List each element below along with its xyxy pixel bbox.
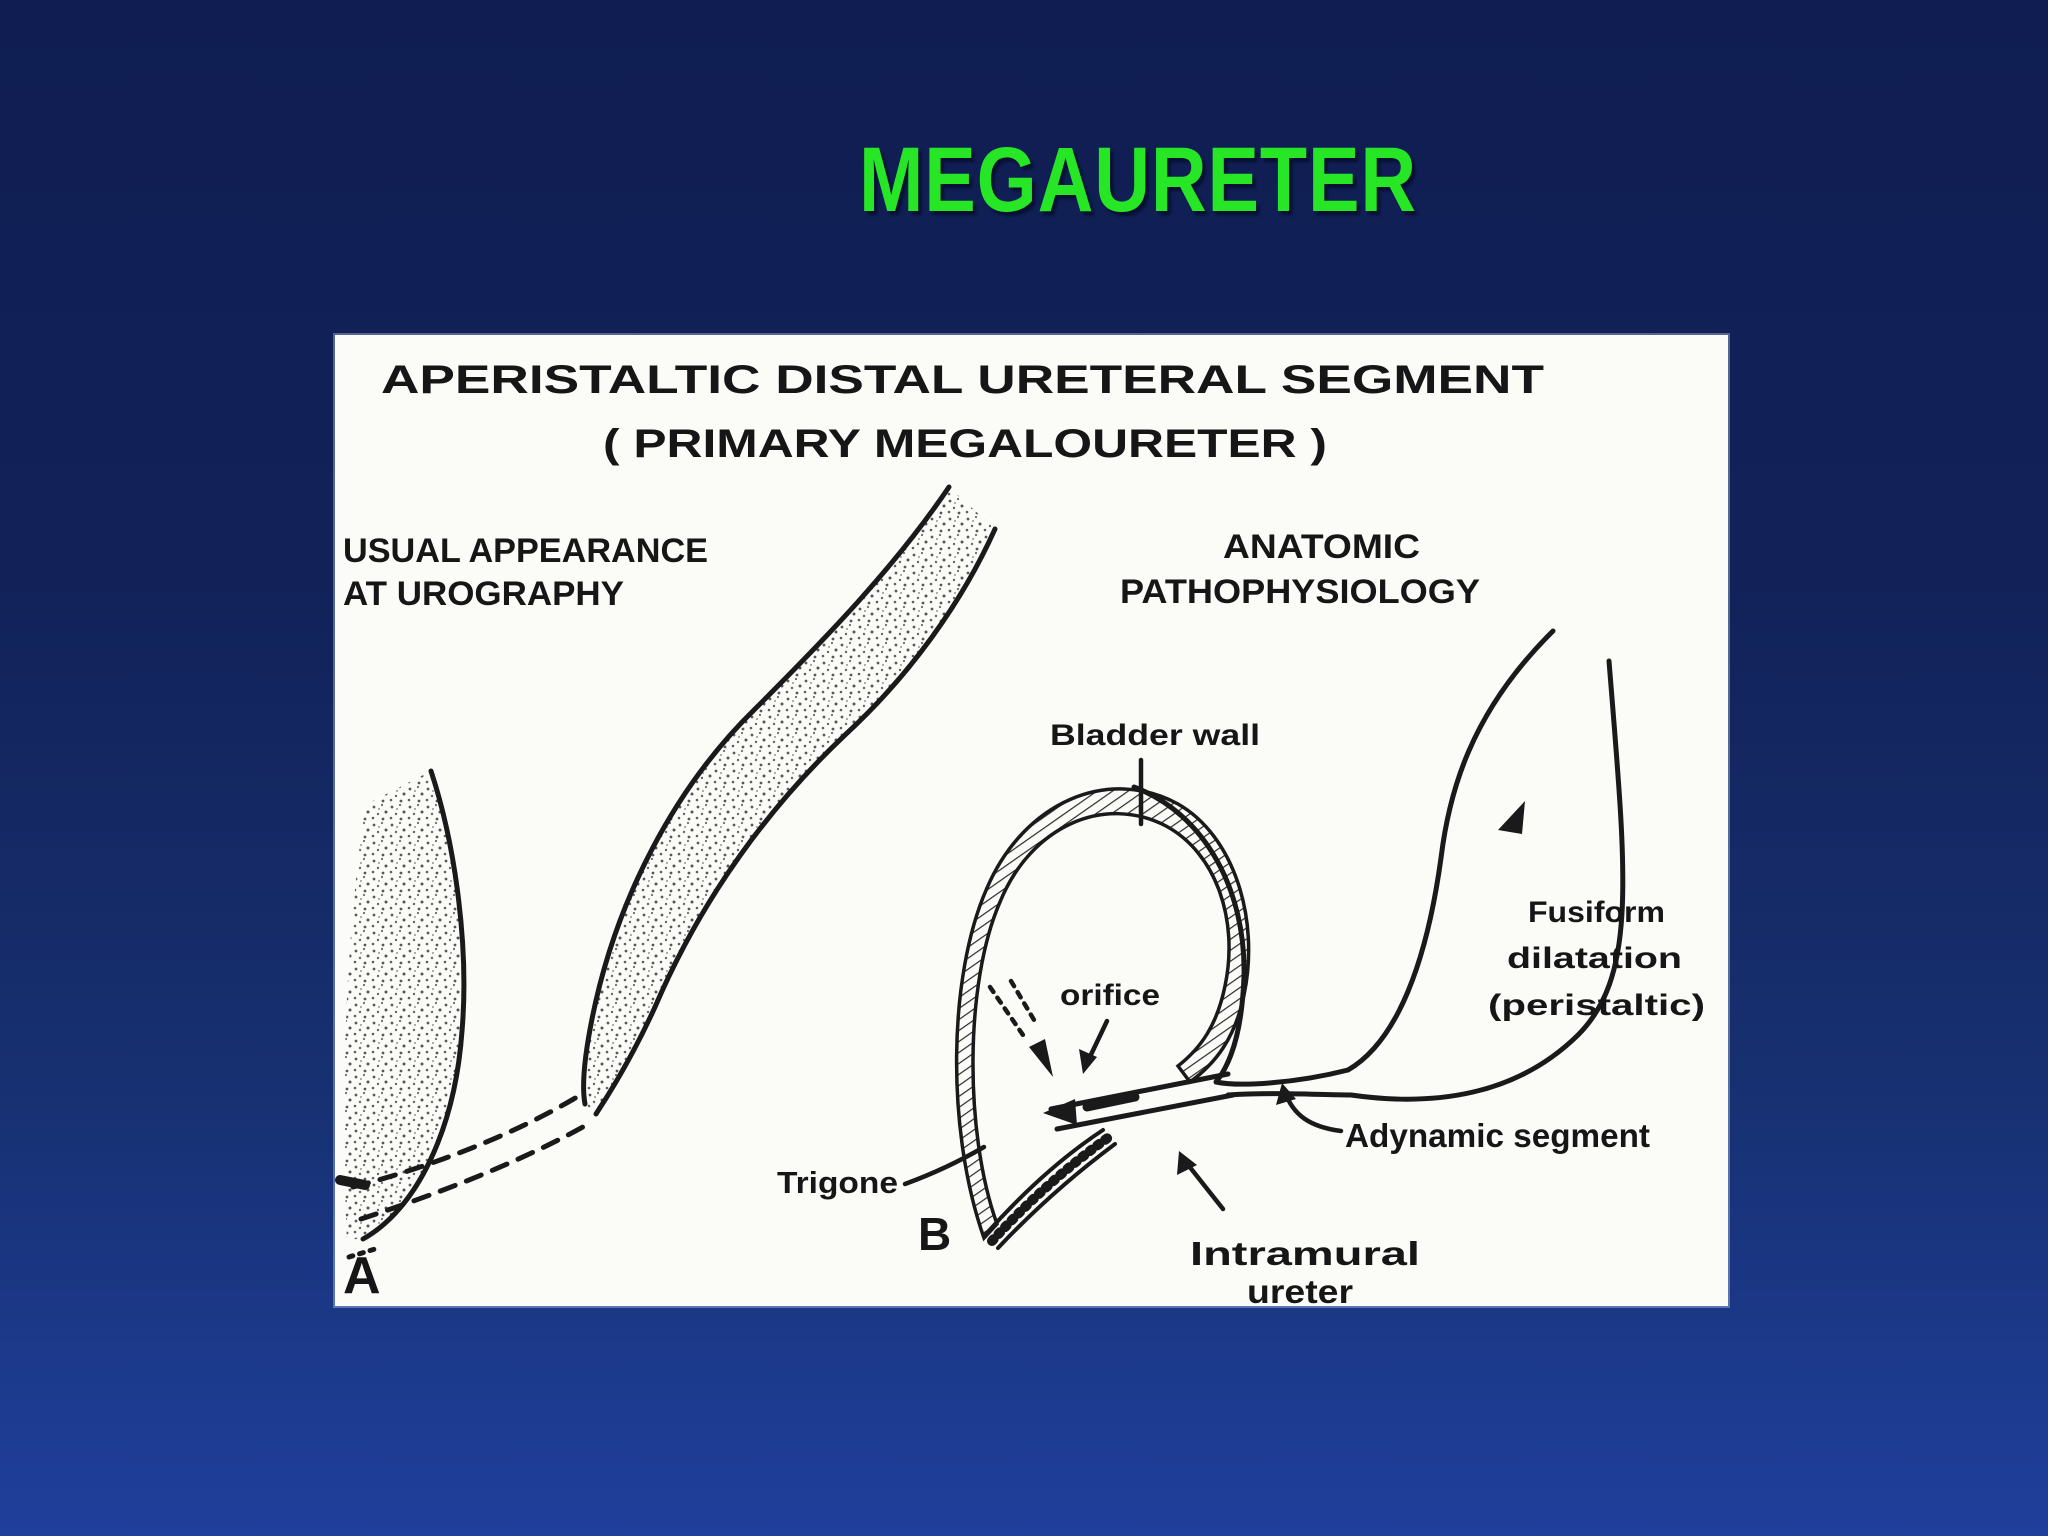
ureter-spindle-fill-a: [583, 487, 995, 1114]
figure-heading-line2: ( PRIMARY MEGALOURETER ): [603, 422, 1327, 466]
corner-dots-a: [346, 1246, 378, 1260]
trigone-leader-line: [902, 1144, 987, 1187]
label-intramural-line2: ureter: [1247, 1273, 1353, 1306]
aperistaltic-segment-dashed-upper: [350, 1094, 580, 1190]
slide-title: MEGAURETER: [859, 129, 1417, 231]
adynamic-arrowhead: [1276, 1083, 1296, 1105]
orifice-arrowhead: [1079, 1049, 1097, 1074]
trigone-band-upper: [984, 1128, 1105, 1236]
figure-b-pathophysiology: Bladder wall orifice Trigone B Intramura…: [777, 628, 1705, 1306]
intramural-dark-mark: [1082, 1092, 1140, 1112]
peristalsis-arrowhead: [1498, 801, 1525, 834]
label-fusiform-line1: Fusiform: [1528, 896, 1665, 929]
ureter-spindle-left-outline-a: [581, 484, 952, 1107]
bladder-stippled-a: [344, 771, 463, 1241]
figure-a-urography: A: [335, 484, 998, 1305]
intramural-arrowhead: [1177, 1151, 1197, 1175]
bladder-outer-contour-b: [1131, 784, 1351, 1087]
label-fusiform-line2: dilatation: [1507, 942, 1682, 975]
orifice-dashed-pointer-2: [1008, 978, 1040, 1028]
label-orifice: orifice: [1060, 979, 1160, 1012]
megaureter-diagram: APERISTALTIC DISTAL URETERAL SEGMENT ( P…: [335, 358, 1705, 1306]
intramural-arrow-line: [1182, 1158, 1226, 1212]
right-caption-line1: ANATOMIC: [1223, 528, 1420, 566]
figure-letter-a: A: [343, 1247, 381, 1305]
edge-mark-a: [335, 1175, 370, 1190]
bladder-outline-a: [360, 768, 467, 1242]
figure-letter-b: B: [918, 1208, 951, 1260]
bladder-wall-band-b: [954, 787, 1251, 1242]
left-caption-line2: AT UROGRAPHY: [343, 575, 624, 613]
trigone-band-lower: [996, 1142, 1117, 1250]
intramural-ureter-tube-top: [1048, 1071, 1231, 1112]
fusiform-dilatation-upper-outline: [1345, 628, 1556, 1073]
intramural-ureter-tube-bottom: [1054, 1092, 1236, 1132]
right-caption-line2: PATHOPHYSIOLOGY: [1120, 573, 1480, 611]
label-fusiform-line3: (peristaltic): [1488, 989, 1705, 1022]
trigone-band-hatching: [987, 1132, 1114, 1246]
orifice-mark: [1043, 1099, 1077, 1125]
label-bladder-wall: Bladder wall: [1050, 719, 1260, 752]
fusiform-dilatation-lower-outline: [1348, 658, 1626, 1102]
label-trigone: Trigone: [777, 1165, 898, 1200]
figure-heading-line1: APERISTALTIC DISTAL URETERAL SEGMENT: [381, 358, 1544, 402]
label-intramural-line1: Intramural: [1190, 1235, 1420, 1272]
adynamic-segment-tube-bottom: [1225, 1091, 1354, 1098]
left-caption-line1: USUAL APPEARANCE: [343, 532, 708, 570]
orifice-dashed-pointer-1: [987, 984, 1026, 1038]
figure-panel: APERISTALTIC DISTAL URETERAL SEGMENT ( P…: [335, 335, 1728, 1306]
aperistaltic-segment-dashed-lower: [358, 1120, 593, 1222]
label-adynamic-segment: Adynamic segment: [1345, 1117, 1650, 1154]
ureter-spindle-right-outline-a: [593, 526, 998, 1117]
orifice-pointer-arrowhead: [1029, 1039, 1053, 1077]
